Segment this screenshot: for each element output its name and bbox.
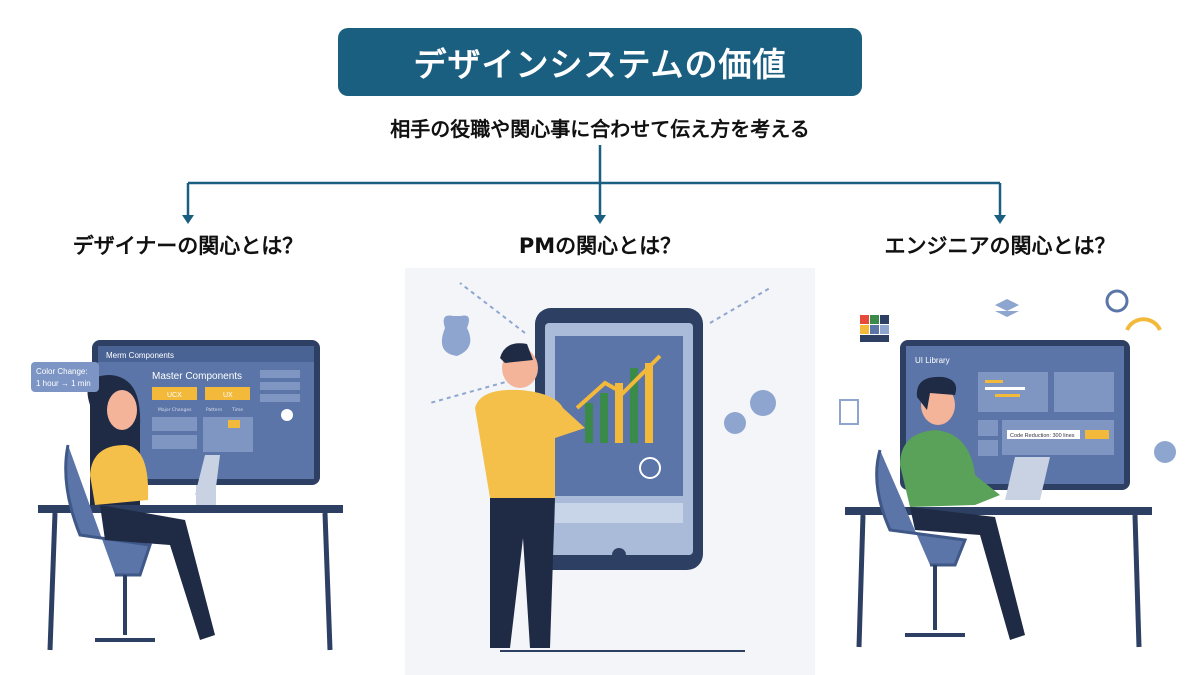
svg-text:Time: Time xyxy=(231,407,243,413)
svg-text:Pattern: Pattern xyxy=(206,407,222,413)
pm-illustration xyxy=(405,268,815,675)
svg-text:UX: UX xyxy=(223,392,233,399)
layers-icon xyxy=(995,299,1019,317)
designer-illustration: Merm Components Master Components UCX UX… xyxy=(31,340,343,651)
gear-icons xyxy=(724,390,776,434)
code-reduction-badge: Code Reduction: 300 lines xyxy=(1010,433,1075,439)
callout-bubble xyxy=(31,362,99,392)
subtitle: 相手の役職や関心事に合わせて伝え方を考える xyxy=(390,117,810,141)
arrow-center-icon xyxy=(594,215,606,224)
money-bag-icon xyxy=(441,315,471,356)
svg-text:UCX: UCX xyxy=(167,392,182,399)
engineer-app-title: UI Library xyxy=(915,356,950,365)
color-palette-icon xyxy=(860,315,889,342)
document-icon xyxy=(839,399,859,425)
svg-text:Major Changes: Major Changes xyxy=(158,407,192,413)
arrow-left-icon xyxy=(182,215,194,224)
heading-pm: PMの関心とは？ xyxy=(518,234,682,258)
arrow-right-icon xyxy=(994,215,1006,224)
heading-designer: デザイナーの関心とは？ xyxy=(72,234,304,258)
engineer-illustration: UI Library Code Reduction: 300 lines xyxy=(839,289,1176,648)
callout-line2: 1 hour → 1 min xyxy=(36,379,91,388)
clock-icon xyxy=(1105,289,1129,313)
heading-engineer: エンジニアの関心とは？ xyxy=(884,234,1116,258)
designer-app-title: Merm Components xyxy=(106,351,174,360)
callout-line1: Color Change: xyxy=(36,367,88,376)
page-title: デザインシステムの価値 xyxy=(338,28,862,96)
dollar-icon xyxy=(639,457,661,479)
gauge-icon xyxy=(1125,317,1162,331)
gear-icon xyxy=(1154,441,1176,463)
connector-lines xyxy=(182,145,1006,224)
designer-screen-heading: Master Components xyxy=(152,371,242,382)
